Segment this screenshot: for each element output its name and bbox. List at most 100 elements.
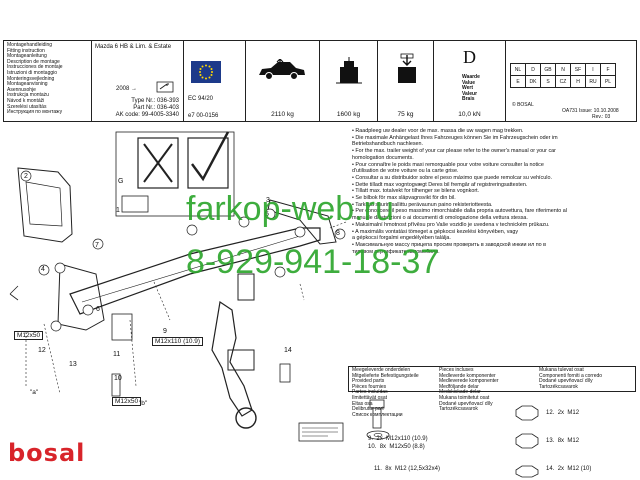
check-mark-icon xyxy=(191,131,230,182)
language-code: SF xyxy=(570,63,586,76)
part-row-10: 10. 8x M12x50 (8.8) xyxy=(368,444,425,450)
language-code: PL xyxy=(600,75,616,88)
parts-header-line: Pieces incluses xyxy=(439,367,474,373)
label-m12x50-a: M12x50 xyxy=(14,331,44,340)
part-row-12: 12. 2x M12 xyxy=(546,410,580,416)
instruction-line: • Maksimalní hmotnost přívěsu pro Vaše v… xyxy=(352,221,550,228)
instruction-line: • Per conoscere il peso massimo rimorchi… xyxy=(352,208,567,215)
parts-header-line: Partes incluídas xyxy=(352,389,388,396)
parts-header-line: Medskickade delar xyxy=(439,389,481,396)
language-code: S xyxy=(540,75,556,88)
instruction-line: Betriebshandbuch nachlesen. xyxy=(352,141,424,148)
parts-header-line: Medleverede komponenter xyxy=(439,378,499,385)
vehicle-name: Mazda 6 HB & Lim. & Estate xyxy=(95,44,172,50)
parts-header-line: Provided parts xyxy=(352,378,385,385)
watermark-phone: 8-929-941-18-37 xyxy=(186,243,440,281)
parts-header-line: Pièces fournies xyxy=(352,383,387,390)
language-line: Istruzioni di montaggio xyxy=(7,69,58,76)
diagram-label-11: 11 xyxy=(113,351,121,358)
d-word: Valeur xyxy=(462,90,478,97)
bosal-small: © BOSAL xyxy=(512,102,534,108)
parts-header-line: Medföljande delar xyxy=(439,383,479,390)
instruction-line: homologation documents. xyxy=(352,154,414,161)
language-line: Návod k montáži xyxy=(7,97,45,104)
watermark-url: farkop-web.ru xyxy=(186,190,394,228)
car-icon xyxy=(259,59,305,80)
language-code: DK xyxy=(525,75,541,88)
diagram-label-9: 9 xyxy=(163,328,167,335)
language-code: I xyxy=(585,63,601,76)
vertical-load-cell: 75 kg xyxy=(378,41,434,121)
towball xyxy=(235,407,257,429)
d-word: Waarde xyxy=(462,74,480,80)
language-line: Fitting instruction xyxy=(7,47,45,54)
parts-header-line: Mitgelieferte Befestigungsteile xyxy=(352,372,419,379)
language-line: Description de montage xyxy=(7,58,60,65)
crossbar xyxy=(69,227,321,315)
d-word: Value xyxy=(462,79,476,86)
language-line: Montageanvisning xyxy=(7,81,48,88)
type-number: Type Nr.: 036-393 xyxy=(131,98,179,104)
instruction-line: • Tillatt max. totalvekt for tilhenger s… xyxy=(352,188,480,195)
parts-header-line: Mukana tulevat osat xyxy=(539,367,584,373)
bumper-detail xyxy=(121,195,149,213)
eu-flag-icon xyxy=(191,61,221,83)
diagram-label-6: 6 xyxy=(96,306,100,313)
issue-date: OA731 Issue: 10.10.2008 xyxy=(562,108,619,114)
label-m12x50-b: M12x50 xyxy=(112,397,142,406)
language-line: Instrukcja montażu xyxy=(7,92,49,99)
vertical-load: 75 kg xyxy=(397,111,414,118)
instructions-text: • Raadpleeg uw dealer voor de max. massa… xyxy=(352,128,636,255)
instruction-line: manuale di istruzioni o ai documenti di … xyxy=(352,215,528,222)
trailer-weight: 1600 kg xyxy=(336,111,361,118)
vehicle-cell: Mazda 6 HB & Lim. & Estate 2008 → Type N… xyxy=(92,41,184,121)
language-code: D xyxy=(525,63,541,76)
ak-code: AK code: 99-4005-3340 xyxy=(115,112,179,118)
parts-header-line: Componenti forniti a corredo xyxy=(539,372,603,379)
instruction-line: типовом сертификате автомобиля. xyxy=(352,248,440,255)
wrench-icon xyxy=(156,81,174,93)
inset-panel xyxy=(115,131,235,217)
cross-box-icon xyxy=(137,137,179,189)
language-code: N xyxy=(555,63,571,76)
part-number: Part Nr.: 036-403 xyxy=(133,105,179,111)
socket-plate xyxy=(237,273,255,301)
vertical-load-icon xyxy=(398,53,416,83)
parts-graphics xyxy=(366,399,539,478)
ec-label: EC 94/20 xyxy=(188,96,214,102)
language-code: CZ xyxy=(555,75,571,88)
parts-header-line: Mukana toimitetut osat xyxy=(439,394,490,401)
label-b: "b" xyxy=(139,400,148,407)
washer-icon xyxy=(366,430,390,440)
diagram-label-1: 1 xyxy=(116,207,120,214)
parts-header-line: Dodané upevňovací díly xyxy=(439,400,493,407)
diagram-label-14: 14 xyxy=(284,347,292,354)
language-line: Asennusohje xyxy=(7,86,36,93)
language-line: Инструкция по монтажу xyxy=(7,109,63,116)
instruction-line: • Pour connaître le poids maxi remorquab… xyxy=(352,161,544,168)
towball-neck xyxy=(211,300,253,417)
parts-header-line: Ilmitettävät osat xyxy=(352,394,388,401)
nut-icon xyxy=(515,405,539,421)
diagram-label-g: G xyxy=(118,178,124,185)
instruction-line: • For the max. trailer weight of your ca… xyxy=(352,148,556,155)
language-code: RU xyxy=(585,75,601,88)
parts-header-line: Список комплектации xyxy=(352,411,403,418)
trailer-weight-icon xyxy=(336,57,362,84)
language-code: GB xyxy=(540,63,556,76)
total-weight-cell: 2110 kg xyxy=(246,41,320,121)
d-letter: D xyxy=(463,47,476,67)
diagram-label-12: 12 xyxy=(38,347,46,354)
ec-cell: EC 94/20 e7 00-0156 xyxy=(184,41,246,121)
parts-header-line: Tartozékcsavarok xyxy=(439,406,478,413)
part-row-13: 13. 8x M12 xyxy=(546,438,580,444)
